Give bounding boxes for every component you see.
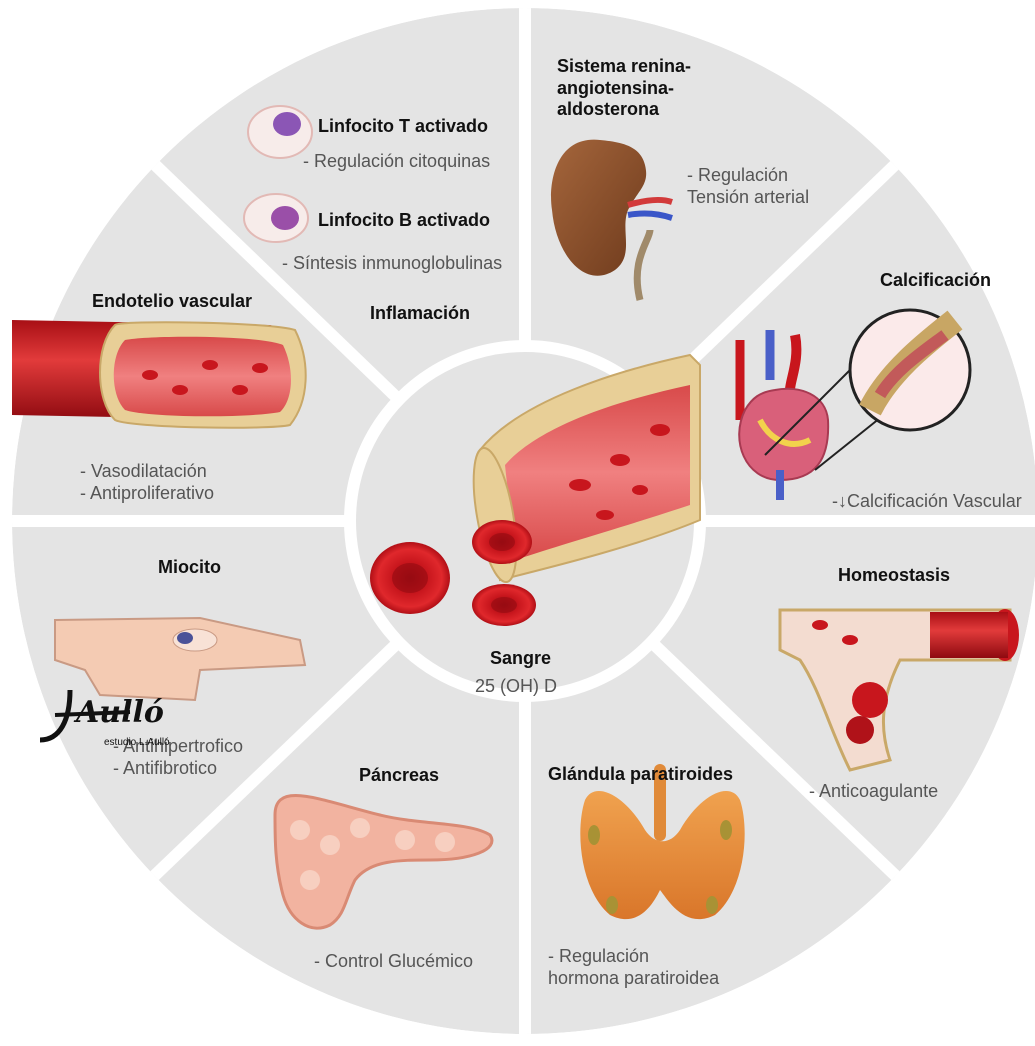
homeostasis-desc: - Anticoagulante <box>809 781 938 803</box>
endothelium-title: Endotelio vascular <box>92 291 252 313</box>
raas-title: Sistema renina- angiotensina- aldosteron… <box>557 56 691 121</box>
lymphocyte-t-desc: - Regulación citoquinas <box>303 151 490 173</box>
calcification-desc: -↓Calcificación Vascular <box>832 491 1022 513</box>
lymphocyte-t-title: Linfocito T activado <box>318 116 488 138</box>
lymphocyte-b-title: Linfocito B activado <box>318 210 490 232</box>
parathyroid-title: Glándula paratiroides <box>548 764 733 786</box>
inflammation-title: Inflamación <box>370 303 470 325</box>
raas-desc: - Regulación Tensión arterial <box>687 165 809 208</box>
lymphocyte-b-desc: - Síntesis inmunoglobulinas <box>282 253 502 275</box>
homeostasis-title: Homeostasis <box>838 565 950 587</box>
endothelium-desc: - Vasodilatación - Antiproliferativo <box>80 461 214 504</box>
pancreas-desc: - Control Glucémico <box>314 951 473 973</box>
down-arrow-icon: ↓ <box>838 491 847 511</box>
signature-studio: estudio L.Aulló <box>104 737 170 749</box>
calcification-desc-text: Calcificación Vascular <box>847 491 1022 511</box>
center-title: Sangre <box>490 648 551 670</box>
myocyte-title: Miocito <box>158 557 221 579</box>
blood-vessel-icon <box>12 320 306 428</box>
pancreas-title: Páncreas <box>359 765 439 787</box>
parathyroid-desc: - Regulación hormona paratiroidea <box>548 946 719 989</box>
lymphocyte-b-icon <box>244 194 308 242</box>
center-subtitle: 25 (OH) D <box>475 676 557 698</box>
calcification-title: Calcificación <box>880 270 991 292</box>
signature-text: Aulló <box>76 695 164 731</box>
